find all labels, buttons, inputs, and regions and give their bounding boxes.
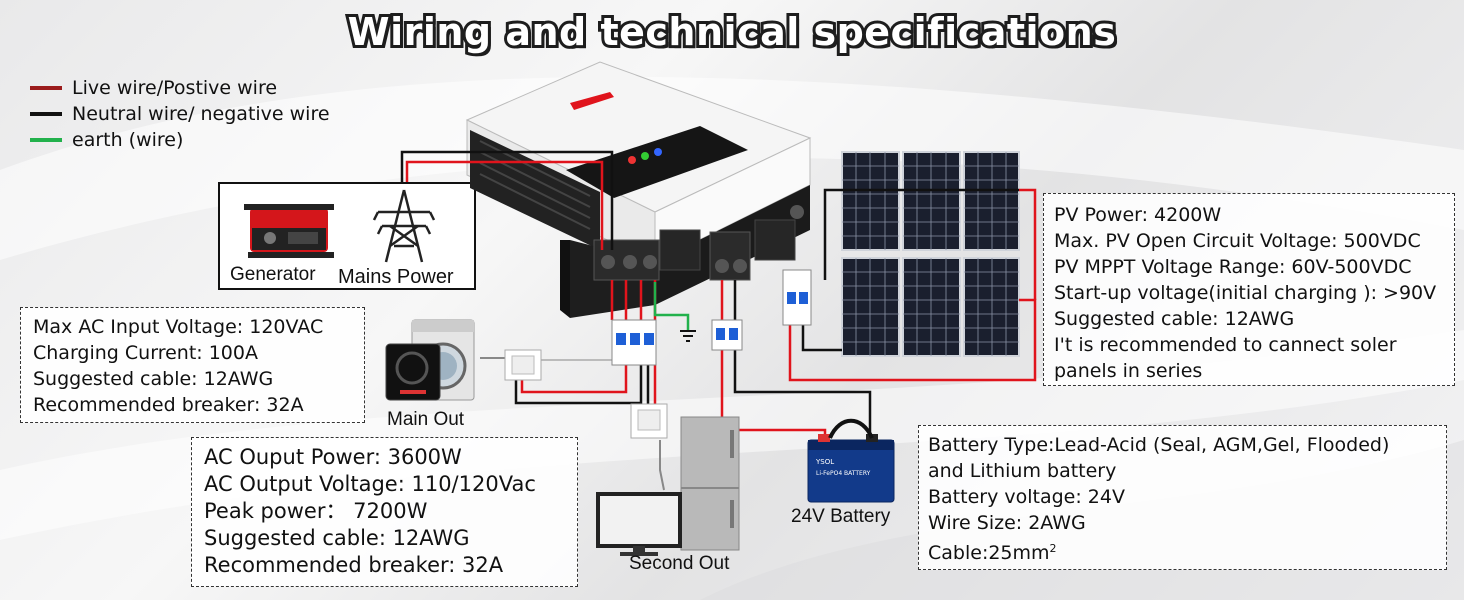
spec-line: and Lithium battery	[928, 460, 1117, 482]
ground-symbol	[680, 330, 696, 342]
spec-line: Suggested cable: 12AWG	[33, 368, 274, 390]
solar-panel	[963, 257, 1020, 357]
live-wire-swatch	[30, 86, 62, 90]
breaker	[782, 269, 812, 326]
generator-icon	[244, 204, 334, 258]
breaker	[611, 319, 657, 366]
spec-line: Start-up voltage(initial charging ): >90…	[1054, 282, 1437, 304]
page-title: Wiring and technical specifications	[345, 7, 1119, 57]
wire-legend: Live wire/Postive wire Neutral wire/ neg…	[30, 75, 330, 153]
legend-item-earth: earth (wire)	[30, 127, 330, 153]
solar-panel	[902, 257, 961, 357]
solar-panel	[841, 257, 900, 357]
legend-item-live: Live wire/Postive wire	[30, 75, 330, 101]
spec-line: Wire Size: 2AWG	[928, 512, 1086, 534]
refrigerator-icon	[680, 416, 740, 551]
spec-line: Battery voltage: 24V	[928, 486, 1125, 508]
second-out-label: Second Out	[629, 553, 730, 574]
spec-line: Max. PV Open Circuit Voltage: 500VDC	[1054, 230, 1421, 252]
legend-label: Neutral wire/ negative wire	[72, 103, 330, 125]
spec-line-cable: Cable:25mm2	[928, 536, 1437, 566]
spec-line: Recommended breaker: 32A	[204, 553, 504, 577]
induction-cooker-icon	[385, 343, 441, 401]
spec-line: AC Ouput Power: 3600W	[204, 445, 462, 469]
legend-label: Live wire/Postive wire	[72, 77, 278, 99]
spec-line: Recommended breaker: 32A	[33, 394, 304, 416]
spec-line: Battery Type:Lead-Acid (Seal, AGM,Gel, F…	[928, 434, 1390, 456]
spec-line: PV Power: 4200W	[1054, 204, 1222, 226]
pv-spec-box: PV Power: 4200W Max. PV Open Circuit Vol…	[1043, 193, 1455, 386]
battery-type-text: Li-FePO4 BATTERY	[816, 470, 871, 477]
spec-line: I't is recommended to cannect soler	[1054, 334, 1397, 356]
earth-wire-swatch	[30, 138, 62, 142]
spec-line: AC Output Voltage: 110/120Vac	[204, 472, 536, 496]
spec-line: panels in series	[1054, 360, 1203, 382]
main-out-label: Main Out	[387, 409, 465, 430]
solar-panel	[902, 151, 961, 251]
neutral-wire-swatch	[30, 112, 62, 116]
inverter-unit	[465, 61, 812, 318]
legend-label: earth (wire)	[72, 129, 184, 151]
solar-panel-array	[841, 151, 1020, 357]
breaker	[711, 319, 743, 351]
solar-panel	[963, 151, 1020, 251]
spec-line: Max AC Input Voltage: 120VAC	[33, 316, 324, 338]
ac-input-spec-box: Max AC Input Voltage: 120VAC Charging Cu…	[20, 307, 365, 423]
spec-line: Peak power： 7200W	[204, 499, 428, 523]
generator-label: Generator	[230, 264, 316, 285]
spec-line: Charging Current: 100A	[33, 342, 258, 364]
battery-icon: YSOL Li-FePO4 BATTERY	[807, 418, 895, 503]
battery-spec-box: Battery Type:Lead-Acid (Seal, AGM,Gel, F…	[918, 425, 1447, 570]
cable-superscript: 2	[1049, 542, 1057, 555]
mains-power-label: Mains Power	[338, 266, 454, 288]
battery-brand: YSOL	[815, 458, 834, 466]
computer-monitor-icon	[596, 492, 682, 556]
ac-output-spec-box: AC Ouput Power: 3600W AC Output Voltage:…	[191, 437, 578, 587]
legend-item-neutral: Neutral wire/ negative wire	[30, 101, 330, 127]
cable-text: Cable:25mm	[928, 542, 1050, 564]
spec-line: Suggested cable: 12AWG	[204, 526, 470, 550]
wall-socket-main	[504, 349, 542, 381]
spec-line: Suggested cable: 12AWG	[1054, 308, 1295, 330]
solar-panel	[841, 151, 900, 251]
power-pylon-icon	[372, 189, 436, 263]
wall-socket-second	[630, 403, 668, 439]
spec-line: PV MPPT Voltage Range: 60V-500VDC	[1054, 256, 1412, 278]
battery-label: 24V Battery	[791, 506, 891, 527]
